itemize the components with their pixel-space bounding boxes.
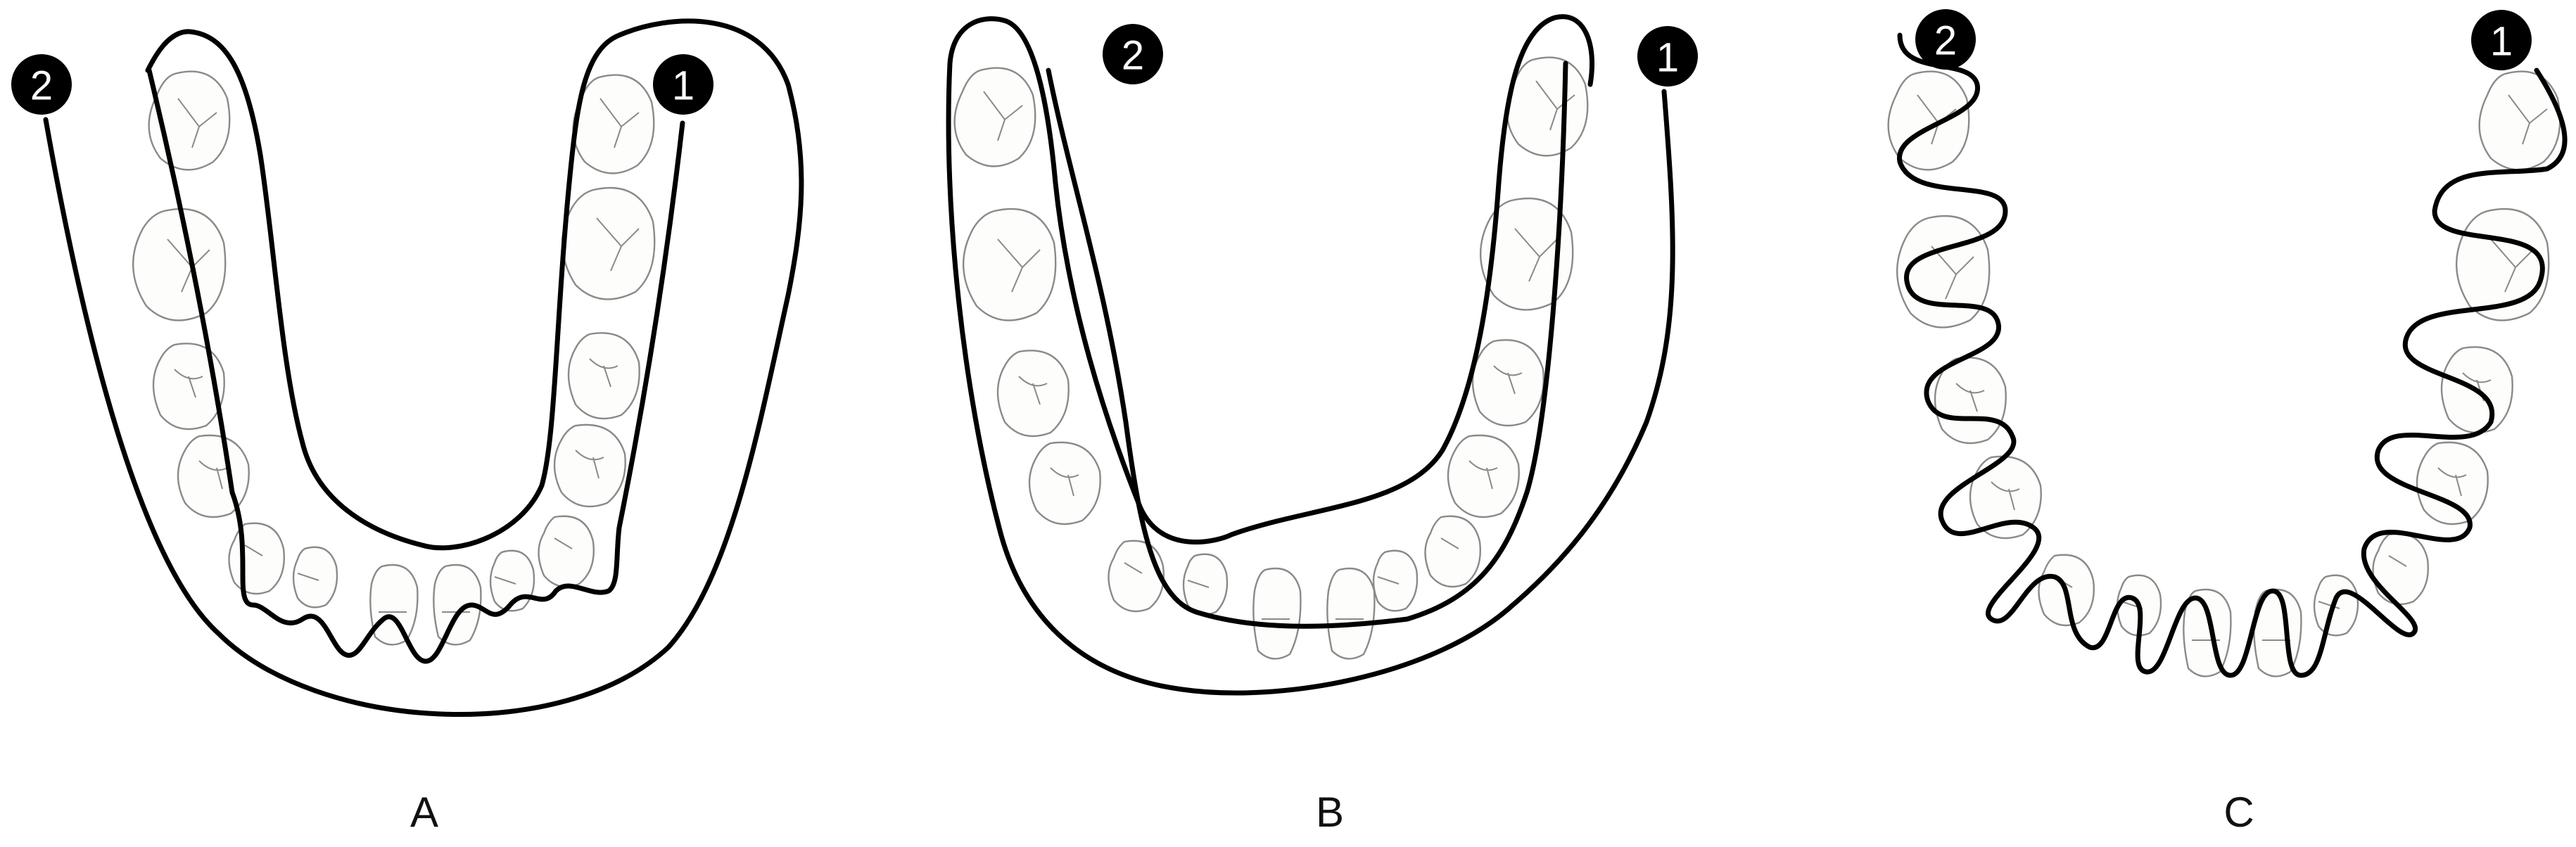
panel-c-label: C xyxy=(2223,789,2254,836)
marker-1-label: 1 xyxy=(672,63,694,109)
panel-a-outer-tray-outline xyxy=(43,18,804,718)
tooth xyxy=(1252,567,1302,660)
tooth xyxy=(1480,197,1574,311)
tooth xyxy=(1372,549,1419,612)
tooth xyxy=(1506,56,1589,157)
tooth xyxy=(538,515,595,588)
tooth xyxy=(1182,553,1229,616)
marker-2-label: 2 xyxy=(1122,33,1144,79)
tooth xyxy=(553,424,626,508)
panel-c-serpentine-thread-path xyxy=(1897,32,2568,678)
panel-a-teeth xyxy=(132,70,656,646)
marker-1-label: 1 xyxy=(2490,19,2513,65)
tooth xyxy=(567,332,640,420)
tooth xyxy=(963,208,1057,321)
tooth xyxy=(152,343,225,431)
marker-2: 2 xyxy=(1915,9,1976,70)
tooth xyxy=(2313,574,2359,637)
tooth xyxy=(132,208,227,321)
panel-a-thread-path xyxy=(146,68,685,664)
panel-b-teeth xyxy=(953,56,1589,660)
panel-a-label: A xyxy=(410,789,438,836)
marker-1: 1 xyxy=(653,54,713,115)
panel-b-thread-path xyxy=(1046,60,1568,629)
tooth xyxy=(1028,441,1101,526)
tooth xyxy=(2416,441,2489,526)
marker-2-label: 2 xyxy=(1934,18,1957,64)
marker-1: 1 xyxy=(2471,10,2532,70)
tooth xyxy=(1896,215,1991,329)
tooth xyxy=(1108,540,1165,613)
tooth xyxy=(433,563,482,646)
panel-a: 1 2 A xyxy=(11,18,804,836)
marker-1: 1 xyxy=(1637,26,1698,87)
panel-c-teeth xyxy=(1887,70,2561,677)
panel-b-outer-tray-outline xyxy=(946,14,1675,696)
tooth xyxy=(2183,588,2232,677)
tooth xyxy=(292,546,338,609)
tooth xyxy=(996,350,1070,438)
marker-2-label: 2 xyxy=(30,63,53,109)
tooth xyxy=(1326,567,1376,660)
panel-c: 1 2 C xyxy=(1887,9,2568,836)
tooth xyxy=(1471,339,1544,427)
tooth xyxy=(2372,533,2429,606)
panel-b-label: B xyxy=(1316,789,1344,836)
tooth xyxy=(953,67,1036,167)
tooth xyxy=(1887,70,1970,171)
marker-2: 2 xyxy=(1103,24,1163,84)
tooth xyxy=(228,522,285,595)
marker-1-label: 1 xyxy=(1656,35,1679,81)
marker-2: 2 xyxy=(11,54,72,115)
panel-b: 1 2 B xyxy=(946,14,1698,836)
tooth xyxy=(369,563,419,646)
tooth xyxy=(1934,357,2007,445)
tooth xyxy=(572,74,655,174)
tooth xyxy=(561,186,656,300)
tooth xyxy=(1424,515,1481,588)
tooth xyxy=(1447,434,1520,518)
tooth xyxy=(1969,455,2042,540)
